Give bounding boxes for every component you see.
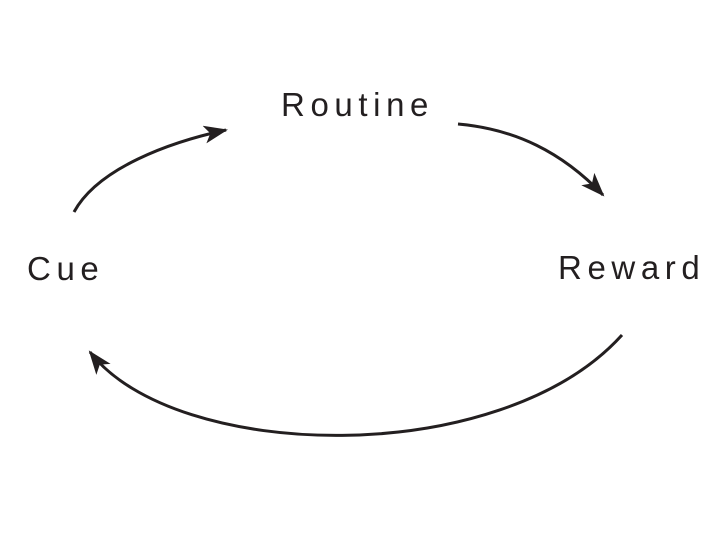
- arrow-cue-to-routine: [72, 125, 228, 213]
- arrow-routine-to-reward: [457, 122, 605, 197]
- node-reward: Reward: [558, 249, 706, 286]
- arrow-reward-to-cue: [88, 333, 624, 437]
- node-routine: Routine: [281, 86, 435, 123]
- node-cue: Cue: [27, 250, 105, 287]
